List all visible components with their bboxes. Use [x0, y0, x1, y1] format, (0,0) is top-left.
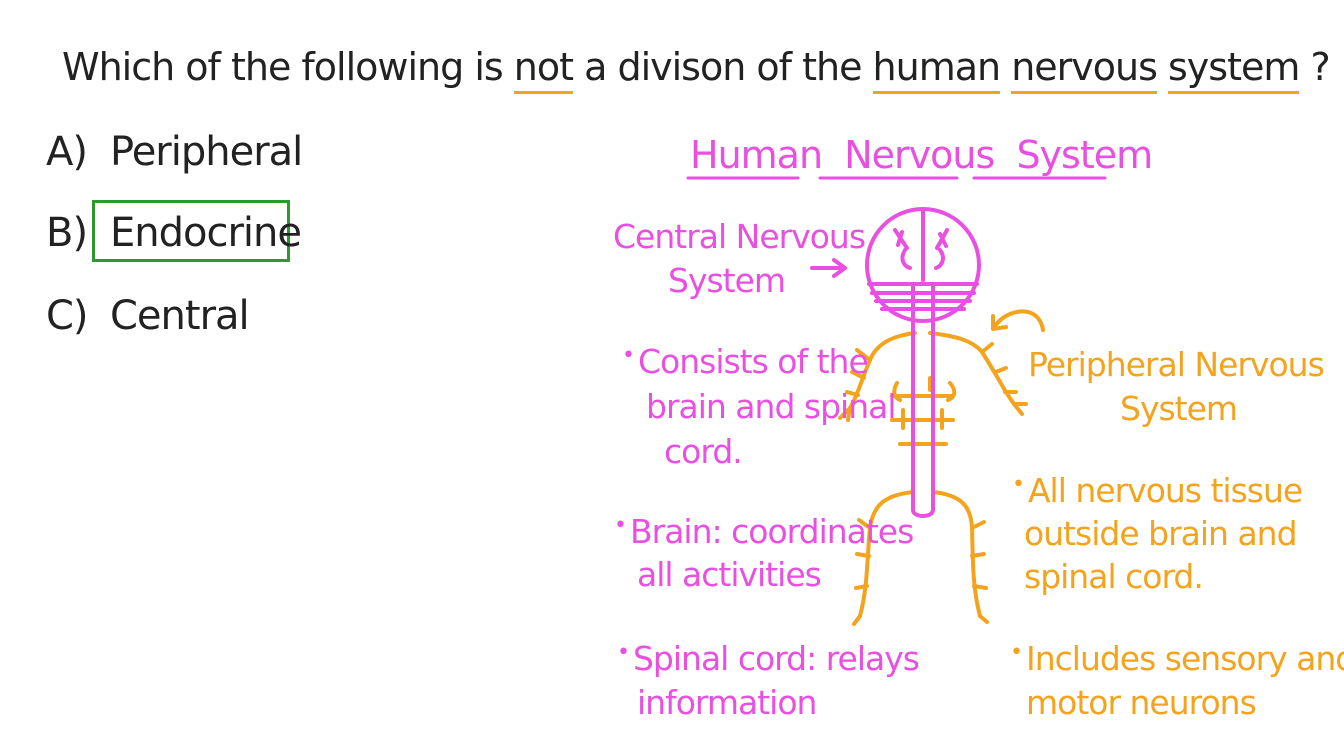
cns-note-2-line2: all activities: [637, 555, 822, 594]
option-c-letter: C): [46, 293, 89, 339]
question-emphasis-system: system: [1168, 45, 1300, 94]
cns-label-line1: Central Nervous: [613, 217, 866, 256]
cns-note-3-line2: information: [637, 683, 817, 722]
option-a[interactable]: A) Peripheral: [46, 129, 303, 175]
question-emphasis-not: not: [513, 45, 574, 94]
option-b-text: Endocrine: [110, 210, 302, 256]
spinal-cord: [911, 282, 935, 518]
question-emphasis-human: human: [872, 45, 1001, 94]
selected-answer-box: [92, 200, 290, 262]
question-emphasis-nervous: nervous: [1011, 45, 1158, 94]
cns-arrow: [810, 258, 847, 278]
cns-note-1-line2: brain and spinal: [646, 387, 896, 426]
cns-note-3-line1: •Spinal cord: relays: [617, 639, 920, 678]
cns-label-line2: System: [668, 261, 786, 300]
pns-note-2-line2: motor neurons: [1026, 683, 1257, 722]
option-b-letter: B): [46, 210, 88, 256]
pns-note-1-line2: outside brain and: [1024, 514, 1298, 553]
ribs: [892, 381, 957, 402]
option-a-text: Peripheral: [110, 129, 303, 175]
question-text: Which of the following is not a divison …: [62, 45, 1331, 94]
option-c[interactable]: C) Central: [46, 293, 250, 339]
pns-note-1-line3: spinal cord.: [1024, 557, 1204, 596]
cns-note-2-line1: •Brain: coordinates: [614, 512, 914, 551]
option-c-text: Central: [110, 293, 250, 339]
pns-label-line1: Peripheral Nervous: [1028, 345, 1325, 384]
peripheral-nerves: [838, 331, 1028, 626]
pns-note-1-line1: •All nervous tissue: [1012, 471, 1303, 510]
diagram-title: Human Nervous System: [690, 133, 1153, 177]
option-a-letter: A): [46, 129, 88, 175]
central-nervous-system: [865, 207, 981, 518]
pns-label-line2: System: [1120, 389, 1238, 428]
pns-note-2-line1: •Includes sensory and: [1010, 639, 1344, 678]
cns-note-1-line3: cord.: [664, 432, 743, 471]
cns-note-1-line1: •Consists of the: [622, 342, 869, 381]
option-b[interactable]: B) Endocrine: [46, 210, 302, 256]
pns-arrow: [991, 309, 1045, 332]
